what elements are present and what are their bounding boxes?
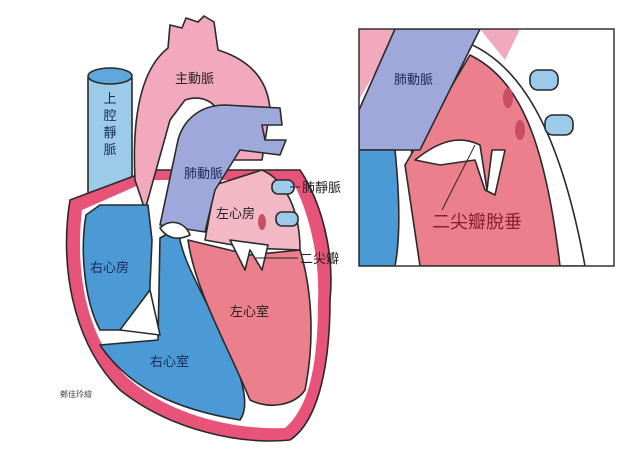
left-ventricle bbox=[187, 239, 312, 406]
inset-frame bbox=[358, 28, 615, 267]
inset-vein-opening-2 bbox=[515, 120, 525, 140]
label-pulmonary-artery: 肺動脈 bbox=[184, 167, 223, 182]
label-right-ventricle: 右心室 bbox=[150, 354, 189, 370]
pulmonary-vein-lower bbox=[275, 211, 299, 227]
svg-text:上: 上 bbox=[103, 92, 116, 107]
label-superior-vena-cava: 上 腔 靜 脈 bbox=[103, 92, 116, 158]
inset-vein-opening-1 bbox=[503, 88, 513, 108]
label-aorta: 主動脈 bbox=[175, 72, 214, 87]
inset-aorta bbox=[359, 29, 520, 100]
inset-label-mitral-valve-prolapse: 二尖瓣脫垂 bbox=[432, 212, 522, 233]
inset-pulmonary-vein-1 bbox=[529, 69, 559, 91]
inset-pulmonary-vein-2 bbox=[544, 114, 574, 136]
label-left-atrium: 左心房 bbox=[216, 206, 255, 222]
inset-mitral-valve-prolapse: 肺動脈 二尖瓣脫垂 bbox=[358, 28, 615, 267]
signature: 鄭佳玲繪 bbox=[60, 389, 92, 399]
aortic-valve bbox=[159, 221, 191, 239]
tricuspid-valve bbox=[119, 289, 161, 336]
svg-text:靜: 靜 bbox=[103, 126, 116, 141]
label-mitral-valve: 二尖瓣 bbox=[300, 252, 339, 267]
svg-text:脈: 脈 bbox=[103, 143, 116, 158]
inset-label-pulmonary-artery: 肺動脈 bbox=[394, 73, 433, 88]
right-atrium bbox=[82, 204, 153, 331]
label-pulmonary-vein: 肺靜脈 bbox=[302, 181, 341, 196]
inset-leader bbox=[441, 144, 476, 211]
label-right-atrium: 右心房 bbox=[90, 260, 129, 276]
pulmonary-vein-opening bbox=[258, 214, 266, 230]
pulmonary-artery bbox=[159, 104, 287, 233]
inset-right-heart bbox=[359, 149, 400, 266]
label-left-ventricle: 左心室 bbox=[230, 304, 269, 320]
svg-text:腔: 腔 bbox=[103, 109, 116, 124]
inset-prolapsed-valve bbox=[414, 139, 506, 196]
superior-vena-cava-opening bbox=[87, 67, 133, 85]
mitral-valve bbox=[229, 239, 269, 271]
